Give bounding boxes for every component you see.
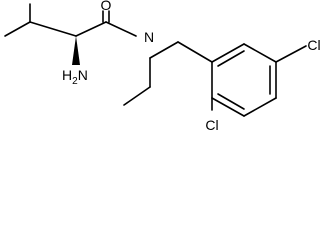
atom-label-chlorine-bottom: Cl <box>205 117 218 133</box>
wedge-bond-alpha-to-amine <box>72 36 80 65</box>
chemical-structure-diagram: O N H2N Cl Cl <box>4 0 321 133</box>
bond-benzyl-ch2-to-ring <box>177 41 213 63</box>
atom-label-chlorine-top: Cl <box>307 37 320 53</box>
bond-nitrogen-to-benzyl-ch2 <box>149 41 179 59</box>
bond-methyl-left-to-ch <box>4 21 31 37</box>
atom-label-amine-h: H <box>62 67 72 83</box>
ring-inner-double-bond-a <box>217 50 245 67</box>
ring-inner-double-bond-c <box>217 93 245 110</box>
atom-label-amine-n: N <box>78 67 88 83</box>
bond-alpha-to-carbonyl <box>75 21 107 37</box>
atom-label-amine-subscript: 2 <box>72 76 78 87</box>
atom-label-amide-nitrogen: N <box>144 29 154 45</box>
bond-carbonyl-to-nitrogen <box>105 21 137 37</box>
bond-ring-to-chlorine-top <box>275 45 307 63</box>
ring-bond-4-5 <box>243 97 277 117</box>
ring-bond-1-2 <box>211 43 245 63</box>
atom-label-oxygen: O <box>101 0 112 13</box>
bond-ch-to-alpha-carbon <box>29 21 77 37</box>
bond-ethyl-ch2-to-ch3 <box>123 86 151 106</box>
ring-bond-2-3 <box>243 43 277 63</box>
ring-bond-5-6 <box>211 97 245 117</box>
atom-label-amine: H2N <box>62 67 88 87</box>
